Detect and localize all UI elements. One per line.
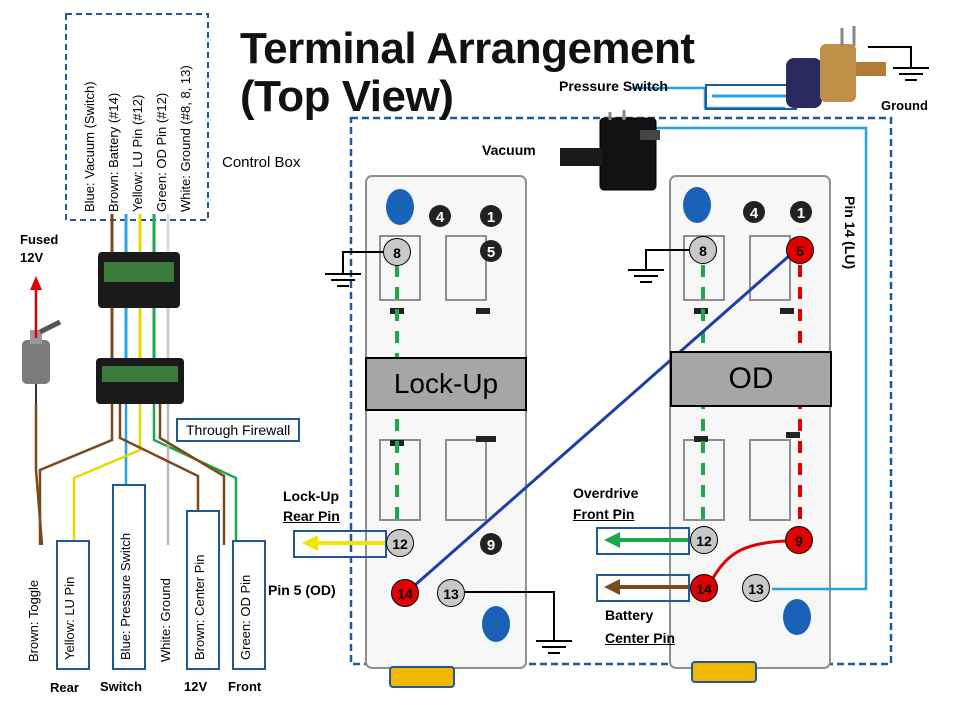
lockup-bottom-tab bbox=[389, 666, 455, 688]
caption-switch: Switch bbox=[100, 679, 142, 694]
ground-label: Ground bbox=[881, 98, 928, 113]
toggle-switch-device bbox=[22, 319, 62, 406]
od-pin-12: 12 bbox=[690, 526, 718, 554]
ground-symbol-lu13 bbox=[465, 591, 572, 654]
od-pin-14: 14 bbox=[690, 574, 718, 602]
od-bottom-tab bbox=[691, 661, 757, 683]
caption-rear: Rear bbox=[50, 680, 79, 695]
lockup-pin-14: 14 bbox=[391, 579, 419, 607]
lockup-rear-pin-label-2: Rear Pin bbox=[283, 508, 340, 524]
ground-symbol-od8 bbox=[628, 249, 689, 283]
od12-green-arrow-head bbox=[604, 532, 620, 548]
lu12-yellow-arrow-head bbox=[302, 535, 318, 551]
title-line1: Terminal Arrangement bbox=[240, 24, 695, 73]
pin14-lu-label: Pin 14 (LU) bbox=[842, 196, 858, 270]
bottom-wire-brown-center: Brown: Center Pin bbox=[192, 554, 207, 661]
lockup-relay-label: Lock-Up bbox=[365, 357, 527, 411]
svg-text:4: 4 bbox=[436, 209, 445, 226]
svg-text:1: 1 bbox=[797, 205, 805, 222]
overdrive-front-pin-label-2: Front Pin bbox=[573, 506, 635, 522]
bottom-wire-green-od: Green: OD Pin bbox=[238, 574, 253, 660]
lockup-pin-13: 13 bbox=[437, 579, 465, 607]
pressure-switch-device bbox=[786, 26, 886, 108]
bottom-wire-box-green bbox=[232, 540, 266, 670]
ground-symbol-lu8 bbox=[325, 251, 383, 287]
pin5-od-label: Pin 5 (OD) bbox=[268, 582, 336, 598]
od-relay-label: OD bbox=[670, 351, 832, 407]
through-firewall-label: Through Firewall bbox=[176, 418, 301, 442]
bottom-wire-yellow-lu: Yellow: LU Pin bbox=[62, 576, 77, 660]
legend-item-yellow: Yellow: LU Pin (#12) bbox=[130, 94, 145, 212]
legend-item-green: Green: OD Pin (#12) bbox=[154, 92, 169, 212]
caption-front: Front bbox=[228, 679, 262, 694]
wire-od14-to-od9 bbox=[708, 539, 787, 584]
bottom-wire-blue-pressure: Blue: Pressure Switch bbox=[118, 532, 133, 660]
caption-12v: 12V bbox=[184, 679, 208, 694]
bottom-wire-box-brown bbox=[186, 510, 220, 670]
title-line2: (Top View) bbox=[240, 72, 454, 121]
harness-fanout-wires bbox=[34, 404, 238, 546]
wire-lu14-to-od5 bbox=[405, 246, 799, 595]
bottom-wire-box-yellow bbox=[56, 540, 90, 670]
overdrive-front-pin-label-1: Overdrive bbox=[573, 485, 639, 501]
fused-volt-label: 12V bbox=[20, 250, 44, 265]
fused-arrow-head bbox=[30, 276, 42, 290]
control-box-label: Control Box bbox=[222, 154, 301, 171]
od12-arrow-box bbox=[596, 527, 690, 555]
svg-text:1: 1 bbox=[487, 209, 495, 226]
svg-text:5: 5 bbox=[487, 244, 495, 261]
pressure-switch-label: Pressure Switch bbox=[559, 78, 668, 94]
legend-item-brown: Brown: Battery (#14) bbox=[106, 92, 121, 212]
relay-blue-markers bbox=[386, 187, 811, 642]
bottom-wire-brown-toggle: Brown: Toggle bbox=[26, 579, 41, 662]
battery-center-pin-label-1: Battery bbox=[605, 607, 654, 623]
bottom-wire-white-ground: White: Ground bbox=[158, 578, 173, 662]
wire-legend-frame bbox=[65, 13, 209, 221]
lockup-rear-pin-label-1: Lock-Up bbox=[283, 488, 339, 504]
legend-item-blue: Blue: Vacuum (Switch) bbox=[82, 81, 97, 212]
od14-arrow-box bbox=[596, 574, 690, 602]
bottom-wire-box-blue bbox=[112, 484, 146, 670]
svg-text:9: 9 bbox=[487, 537, 495, 554]
legend-item-white: White: Ground (#8, 8, 13) bbox=[178, 65, 193, 212]
od-pin-5: 5 bbox=[786, 236, 814, 264]
ground-symbol-pressure bbox=[868, 46, 929, 81]
svg-text:4: 4 bbox=[750, 205, 759, 222]
relay-printed-numbers: 4 1 5 9 4 1 bbox=[429, 201, 812, 555]
fused-label: Fused bbox=[20, 232, 59, 247]
vacuum-switch bbox=[560, 110, 660, 191]
od-pin-13: 13 bbox=[742, 574, 770, 602]
vacuum-label: Vacuum bbox=[482, 142, 536, 158]
od-pin-8: 8 bbox=[689, 236, 717, 264]
od-pin-9: 9 bbox=[785, 526, 813, 554]
lockup-pin-8: 8 bbox=[383, 238, 411, 266]
harness-connector bbox=[96, 214, 184, 404]
lockup-pin-12: 12 bbox=[386, 529, 414, 557]
battery-center-pin-label-2: Center Pin bbox=[605, 630, 676, 646]
od14-brown-arrow-head bbox=[604, 579, 620, 595]
